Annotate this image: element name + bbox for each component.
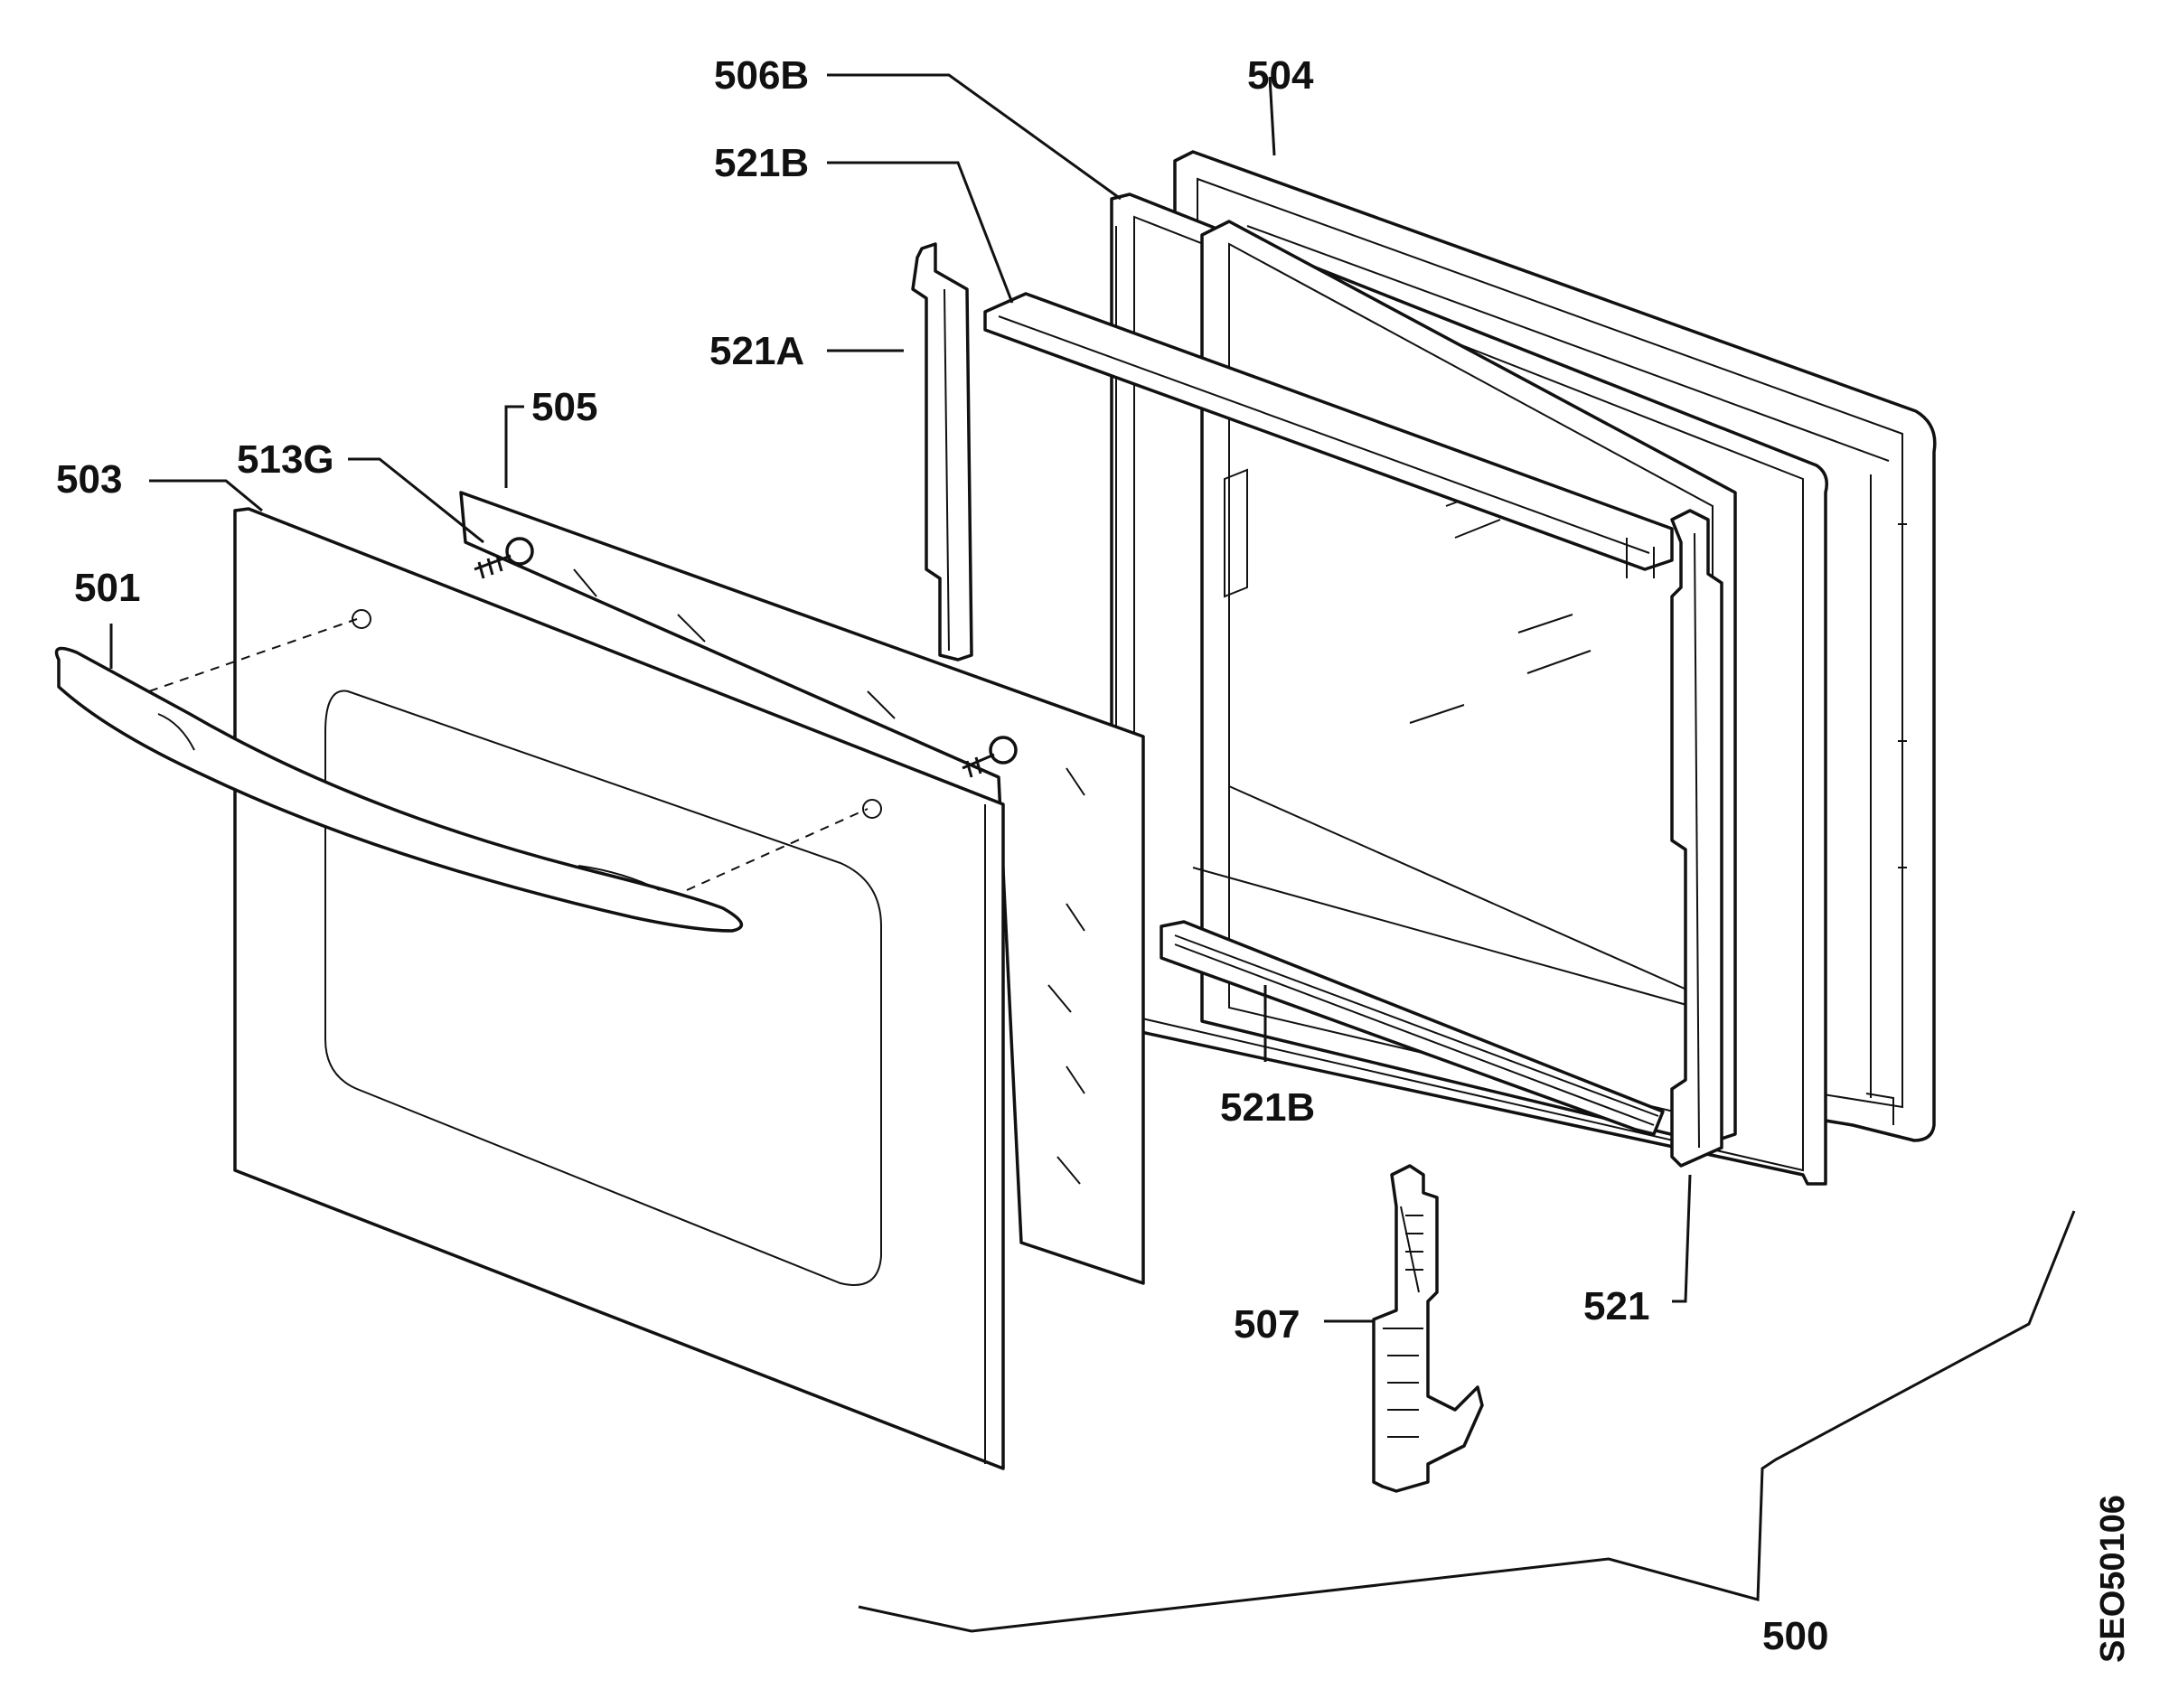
label-501: 501 <box>74 566 140 610</box>
label-503: 503 <box>56 457 122 502</box>
label-521B-bottom: 521B <box>1220 1085 1315 1130</box>
label-505: 505 <box>531 385 597 429</box>
part-521-right-bracket <box>1670 509 1723 1168</box>
part-505-glass-panel <box>459 491 1145 1285</box>
part-507-hinge <box>1372 1164 1484 1493</box>
drawing-code: SEO50106 <box>2094 1495 2132 1663</box>
label-521A: 521A <box>709 329 804 373</box>
part-labels: 506B 504 521B 521A 505 503 513G 501 521B… <box>56 53 2132 1663</box>
label-513G: 513G <box>237 437 334 482</box>
label-521: 521 <box>1583 1284 1649 1328</box>
part-521B-bottom-strip <box>1160 920 1665 1136</box>
assembly-guide-lines <box>148 618 869 891</box>
label-521B-top: 521B <box>714 141 809 185</box>
label-506B: 506B <box>714 53 809 98</box>
part-501-door-handle <box>54 646 744 933</box>
label-504: 504 <box>1247 53 1314 98</box>
part-503-outer-door-panel <box>233 507 1005 1470</box>
label-507: 507 <box>1234 1302 1300 1347</box>
leader-lines <box>109 73 2076 1633</box>
part-521B-top-strip <box>983 292 1674 578</box>
part-513G-screws <box>352 537 1018 819</box>
part-521A-left-bracket <box>911 242 973 662</box>
label-500: 500 <box>1762 1614 1828 1658</box>
